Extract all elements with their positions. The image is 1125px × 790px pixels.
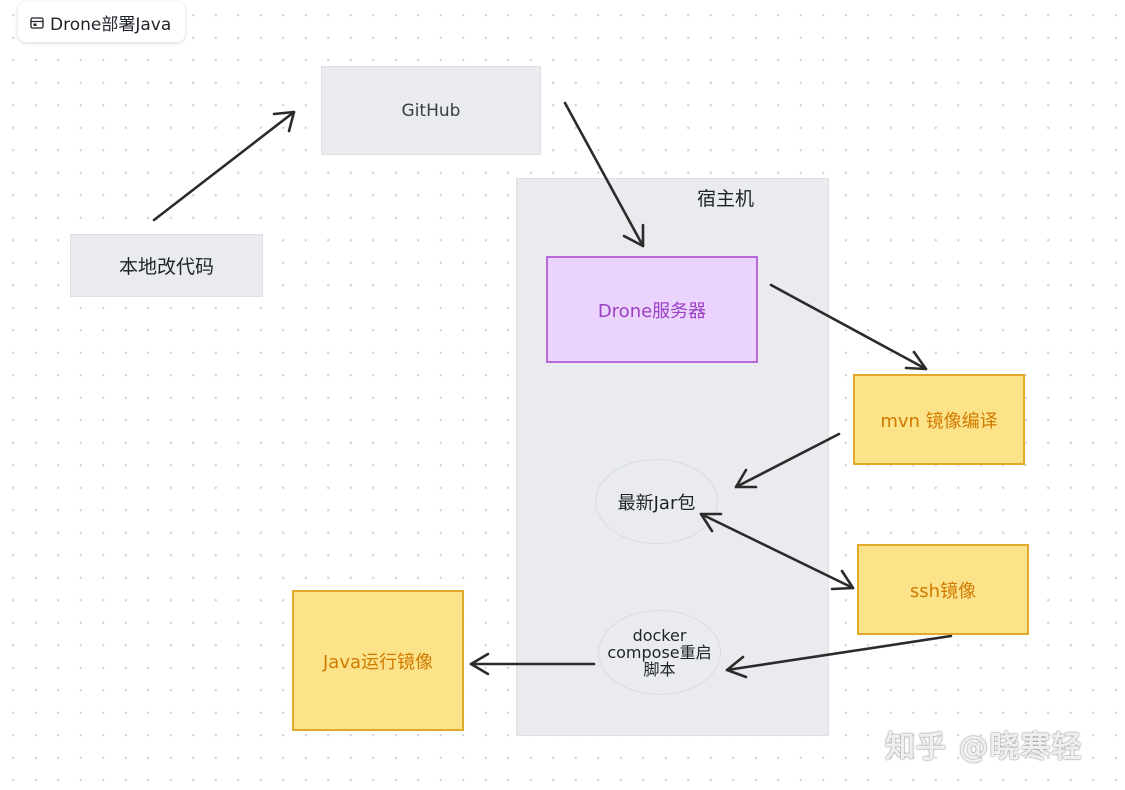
frame-title: Drone部署Java [50, 14, 172, 35]
docker-compose-label-line2: compose重启 [607, 643, 712, 662]
local-code-node[interactable]: 本地改代码 [70, 234, 263, 297]
arrow-ssh-to-docker-compose[interactable] [725, 634, 953, 679]
docker-compose-node[interactable]: docker compose重启 脚本 [598, 610, 721, 695]
arrow-local-to-github[interactable] [152, 110, 296, 222]
arrow-github-to-drone[interactable] [563, 101, 645, 248]
arrow-mvn-to-jar[interactable] [734, 432, 841, 489]
docker-compose-label-line1: docker [632, 626, 687, 645]
arrow-docker-compose-to-java[interactable] [469, 652, 596, 676]
java-runtime-label: Java运行镜像 [322, 651, 434, 673]
arrow-drone-to-mvn[interactable] [769, 283, 928, 371]
arrow-jar-ssh-bidirectional[interactable] [699, 512, 855, 591]
ssh-image-node[interactable]: ssh镜像 [857, 544, 1029, 635]
frame-icon [30, 15, 44, 29]
drone-server-label: Drone服务器 [597, 300, 707, 322]
latest-jar-label: 最新Jar包 [617, 492, 696, 514]
mvn-image-label: mvn 镜像编译 [880, 410, 998, 432]
zhihu-watermark: 知乎 @晓寒轻 [885, 730, 1083, 765]
ssh-image-label: ssh镜像 [909, 580, 977, 602]
latest-jar-node[interactable]: 最新Jar包 [595, 459, 718, 544]
docker-compose-label-line3: 脚本 [643, 660, 676, 679]
host-machine-label: 宿主机 [697, 188, 755, 210]
github-label: GitHub [401, 100, 461, 121]
frame-title-chip[interactable]: Drone部署Java [18, 2, 186, 42]
github-node[interactable]: GitHub [321, 66, 541, 155]
mvn-image-node[interactable]: mvn 镜像编译 [853, 374, 1025, 465]
java-runtime-node[interactable]: Java运行镜像 [292, 590, 464, 731]
drone-server-node[interactable]: Drone服务器 [546, 256, 758, 363]
local-code-label: 本地改代码 [118, 256, 214, 278]
